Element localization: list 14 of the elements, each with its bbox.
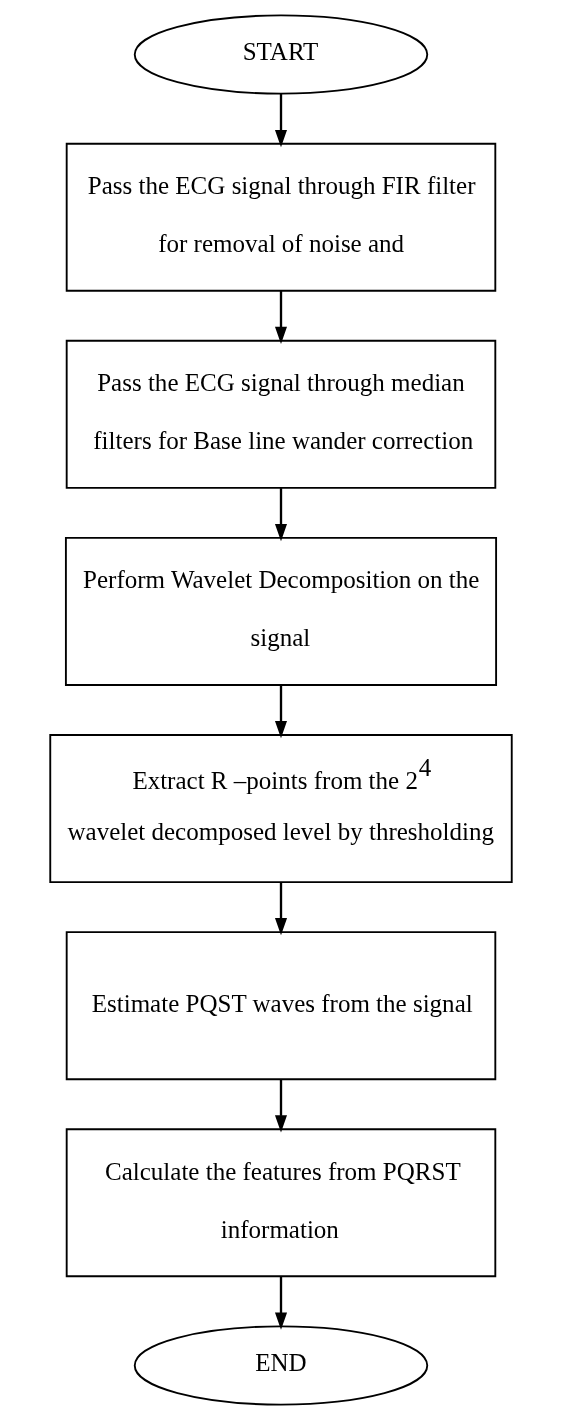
node-ellipse: START bbox=[133, 14, 428, 95]
node-box: Estimate PQST waves from the signal bbox=[65, 931, 496, 1081]
node-box: Pass the ECG signal through FIR filter for removal of noise and bbox=[65, 142, 496, 292]
arrow bbox=[274, 93, 287, 148]
arrow bbox=[274, 488, 287, 542]
node-box: Perform Wavelet Decomposition on the signal bbox=[64, 536, 497, 686]
node-box: Pass the ECG signal through median filters for Base line wander correction bbox=[65, 339, 496, 489]
arrow bbox=[274, 1276, 287, 1330]
node-box: Calculate the features from PQRST information bbox=[65, 1128, 496, 1278]
arrow bbox=[274, 882, 287, 936]
node-ellipse: END bbox=[133, 1325, 428, 1406]
arrow bbox=[274, 685, 287, 739]
arrow bbox=[274, 291, 287, 345]
arrow bbox=[274, 1079, 287, 1133]
